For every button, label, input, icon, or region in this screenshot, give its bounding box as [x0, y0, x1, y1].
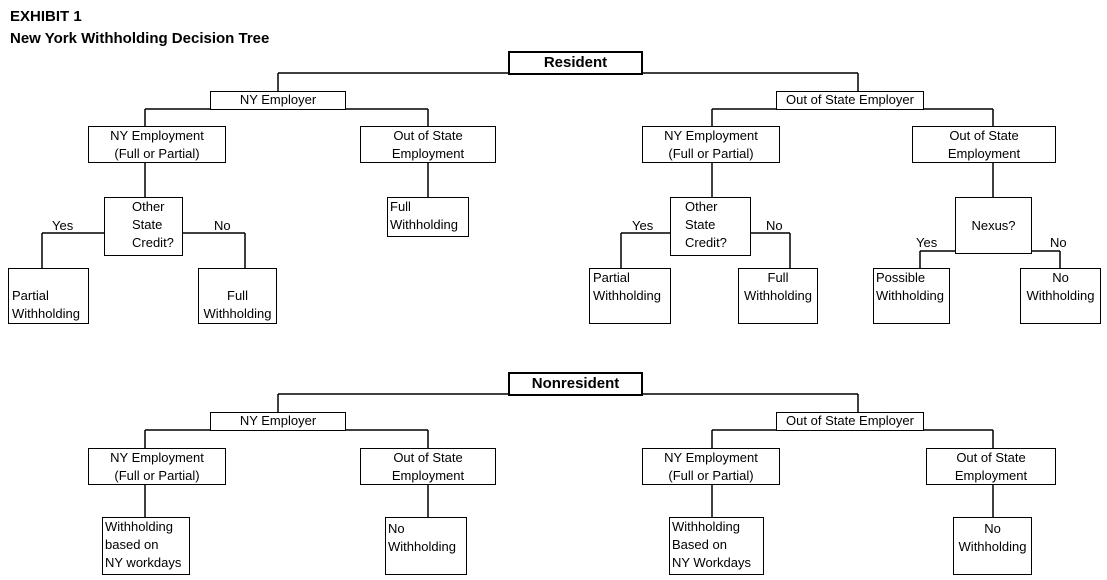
resident-root-node: Resident — [508, 51, 643, 75]
resident-no-label-right: No — [766, 218, 783, 233]
resident-ny-employer-ny-employment-node: NY Employment (Full or Partial) — [88, 126, 226, 163]
resident-full-withholding-middle-node: Full Withholding — [387, 197, 469, 237]
resident-out-employer-out-of-state-employment-node: Out of State Employment — [912, 126, 1056, 163]
nonresident-ny-employer-ny-employment-node: NY Employment (Full or Partial) — [88, 448, 226, 485]
resident-ny-employer-node: NY Employer — [210, 91, 346, 110]
resident-partial-withholding-left-node: Partial Withholding — [8, 268, 89, 324]
resident-partial-withholding-right-node: Partial Withholding — [589, 268, 671, 324]
exhibit-label: EXHIBIT 1 — [10, 8, 82, 25]
nonresident-withholding-ny-workdays-left-node: Withholding based on NY workdays — [102, 517, 190, 575]
resident-no-withholding-node: No Withholding — [1020, 268, 1101, 324]
nonresident-root-node: Nonresident — [508, 372, 643, 396]
nonresident-out-of-state-employer-node: Out of State Employer — [776, 412, 924, 431]
nonresident-out-employer-out-of-state-employment-node: Out of State Employment — [926, 448, 1056, 485]
resident-out-employer-ny-employment-node: NY Employment (Full or Partial) — [642, 126, 780, 163]
nonresident-no-withholding-right-node: No Withholding — [953, 517, 1032, 575]
resident-yes-label-left: Yes — [52, 218, 74, 233]
nonresident-no-withholding-left-node: No Withholding — [385, 517, 467, 575]
page-title: New York Withholding Decision Tree — [10, 30, 270, 47]
resident-nexus-no-label: No — [1050, 235, 1067, 250]
nonresident-ny-employer-out-of-state-employment-node: Out of State Employment — [360, 448, 496, 485]
resident-other-state-credit-left-node: Other State Credit? — [104, 197, 183, 256]
nonresident-ny-employer-node: NY Employer — [210, 412, 346, 431]
resident-other-state-credit-right-node: Other State Credit? — [670, 197, 751, 256]
resident-out-of-state-employer-node: Out of State Employer — [776, 91, 924, 110]
nonresident-out-employer-ny-employment-node: NY Employment (Full or Partial) — [642, 448, 780, 485]
resident-no-label-left: No — [214, 218, 231, 233]
nonresident-withholding-ny-workdays-right-node: Withholding Based on NY Workdays — [669, 517, 764, 575]
resident-full-withholding-right-node: Full Withholding — [738, 268, 818, 324]
resident-yes-label-right: Yes — [632, 218, 654, 233]
resident-nexus-node: Nexus? — [955, 197, 1032, 254]
resident-nexus-yes-label: Yes — [916, 235, 938, 250]
resident-possible-withholding-node: Possible Withholding — [873, 268, 950, 324]
resident-ny-employer-out-of-state-employment-node: Out of State Employment — [360, 126, 496, 163]
resident-full-withholding-left-node: Full Withholding — [198, 268, 277, 324]
